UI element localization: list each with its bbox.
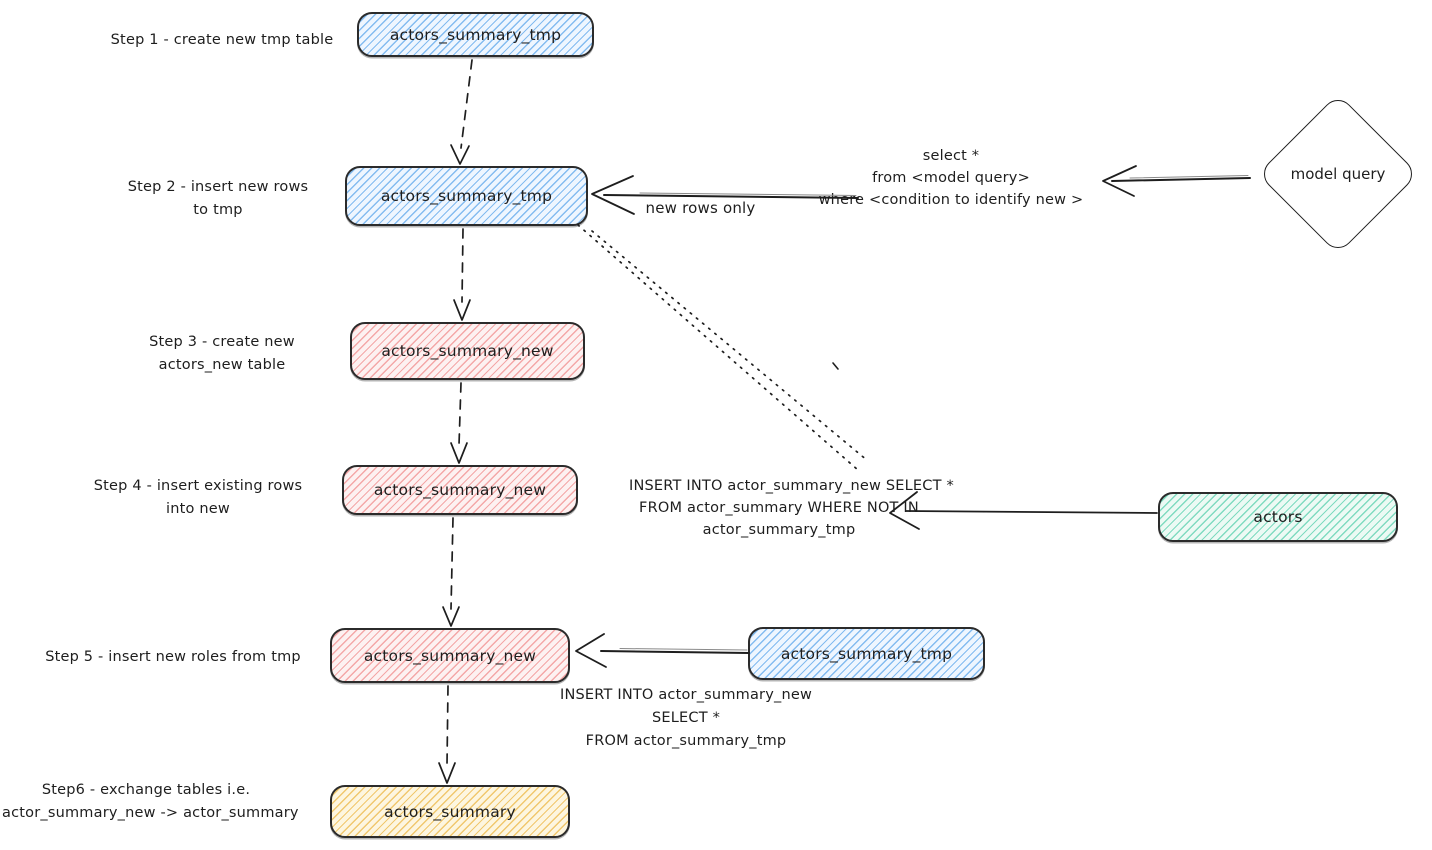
arrowhead-step3-to-step4 bbox=[450, 442, 468, 464]
arrow-tmp-source-to-step5 bbox=[575, 633, 750, 668]
step6-label: Step6 - exchange tables i.e. actor_summa… bbox=[2, 782, 299, 821]
step3-label: Step 3 - create new actors_new table bbox=[149, 334, 295, 373]
node-step6-summary-table: actors_summary bbox=[330, 785, 570, 838]
node-step1-tmp-table: actors_summary_tmp bbox=[357, 12, 594, 57]
node-step2-tmp-table: actors_summary_tmp bbox=[345, 166, 588, 226]
arrow-step1-to-step2 bbox=[460, 59, 473, 149]
arrow-step3-to-step4 bbox=[458, 382, 462, 446]
arrow-diamond-to-query-text bbox=[1102, 165, 1251, 197]
node-tmp-source-table: actors_summary_tmp bbox=[748, 627, 985, 680]
arrowhead-step5-to-step6 bbox=[438, 762, 456, 784]
arrow-step5-to-step6 bbox=[446, 685, 449, 766]
arrowhead-step4-to-step5 bbox=[442, 606, 460, 627]
annotation-insert-existing: INSERT INTO actor_summary_new SELECT * F… bbox=[629, 478, 954, 538]
arrow-actors-to-insert-text bbox=[889, 491, 1158, 530]
node-model-query-diamond: model query bbox=[1257, 93, 1419, 255]
stray-tick-mark bbox=[832, 362, 839, 370]
arrow-step2-to-step3 bbox=[461, 228, 464, 303]
annotation-insert-new: INSERT INTO actor_summary_new SELECT * F… bbox=[559, 687, 813, 749]
step2-label: Step 2 - insert new rows to tmp bbox=[127, 179, 309, 218]
step1-label: Step 1 - create new tmp table bbox=[110, 32, 334, 48]
node-step5-new-table: actors_summary_new bbox=[330, 628, 570, 683]
node-actors-table: actors bbox=[1158, 492, 1398, 542]
step4-label: Step 4 - insert existing rows into new bbox=[93, 478, 303, 517]
arrow-step4-to-step5 bbox=[450, 517, 454, 610]
arrowhead-step1-to-step2 bbox=[450, 144, 470, 165]
node-step4-new-table: actors_summary_new bbox=[342, 465, 578, 515]
dotted-line-step2-to-insert-text bbox=[577, 224, 869, 471]
annotation-select-query: select * from <model query> where <condi… bbox=[818, 148, 1084, 208]
annotation-new-rows-only: new rows only bbox=[645, 199, 756, 217]
arrowhead-step2-to-step3 bbox=[453, 299, 471, 321]
step5-label: Step 5 - insert new roles from tmp bbox=[45, 649, 301, 665]
node-step3-new-table: actors_summary_new bbox=[350, 322, 585, 380]
